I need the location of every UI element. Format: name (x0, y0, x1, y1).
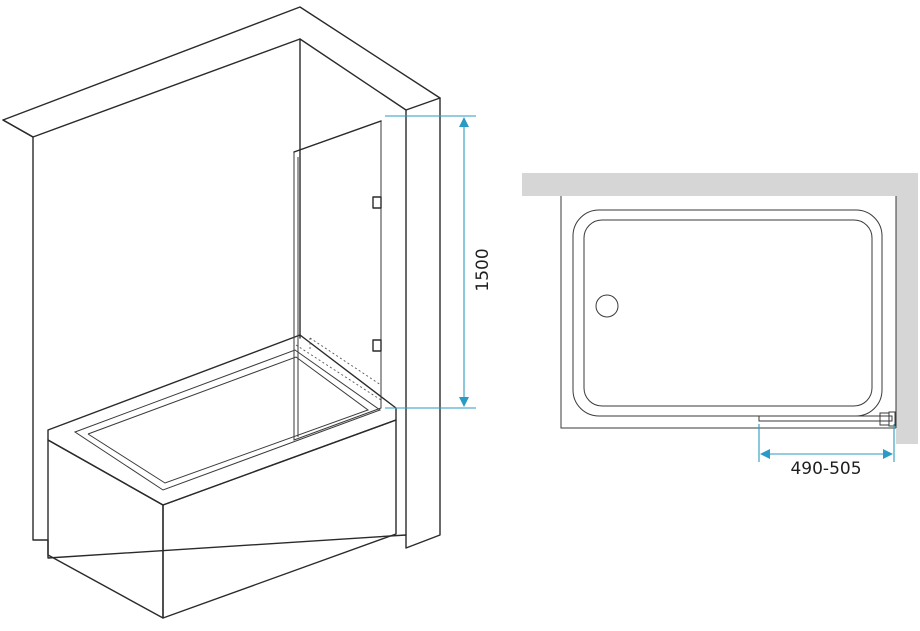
plan-basin-outer (572, 209, 883, 417)
width-dimension-label: 490-505 (790, 459, 861, 479)
height-dimension-label: 1500 (473, 248, 493, 291)
glass-projection-2 (295, 344, 382, 401)
plan-wall-profile (888, 411, 896, 427)
glass-top-edge (293, 120, 382, 153)
bathtub-basin-inner (87, 356, 370, 484)
glass-screen (293, 120, 382, 441)
plan-hinge (879, 412, 890, 426)
plan-basin-inner (583, 219, 873, 407)
bathtub-side-panel (162, 419, 397, 619)
isometric-view: 1500 (2, 6, 493, 619)
plan-view: 490-505 (522, 173, 918, 479)
drain-icon (595, 294, 619, 318)
bathtub-basin (73, 349, 382, 491)
bathtub-front-panel (47, 439, 164, 619)
glass-projection (309, 337, 382, 386)
plan-tub-outline (560, 196, 896, 429)
plan-wall (522, 173, 918, 444)
wall-top-edge (2, 38, 441, 138)
hinge-top (372, 196, 382, 209)
hinge-bottom (372, 339, 382, 352)
plan-glass-screen (758, 415, 893, 422)
